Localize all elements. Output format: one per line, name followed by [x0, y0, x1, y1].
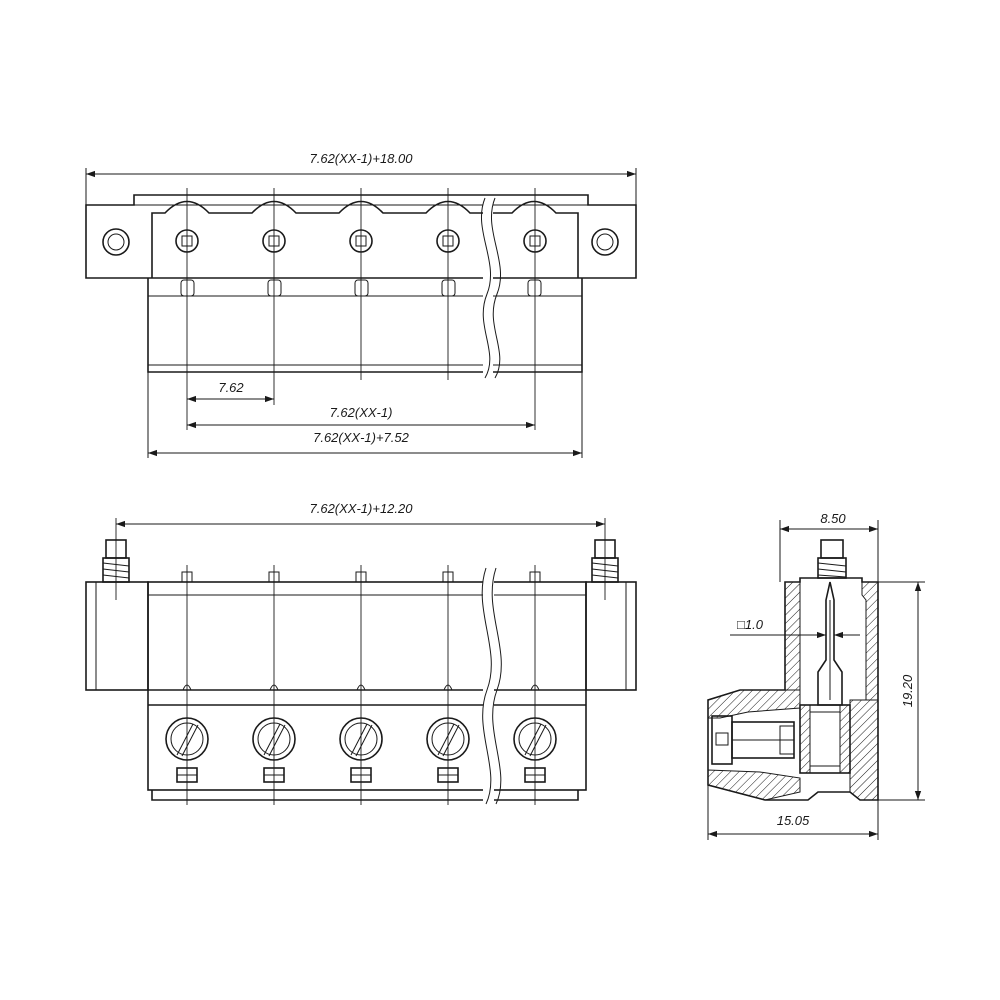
side-terminal-screw [711, 715, 795, 765]
dim-side-height-label: 19.20 [900, 674, 915, 707]
side-pin [817, 581, 843, 706]
front-view [85, 518, 637, 805]
dim-side-depth: 15.05 [708, 813, 878, 838]
dim-top-overall-label: 7.62(XX-1)+18.00 [310, 151, 414, 166]
dim-side-height: 19.20 [900, 582, 922, 800]
dim-side-depth-label: 15.05 [777, 813, 810, 828]
top-mount-hole-right [591, 228, 619, 256]
side-wall-lower-lead [707, 769, 801, 801]
top-housing-scallops [151, 200, 579, 278]
dim-pitch-label: 7.62 [218, 380, 244, 395]
dim-top-overall: 7.62(XX-1)+18.00 [86, 151, 636, 178]
side-wall-left [784, 581, 801, 691]
side-wall-right-lower [849, 699, 879, 801]
front-break-lines [481, 566, 502, 805]
dim-pin-square-label: □1.0 [737, 617, 764, 632]
dim-front-width: 7.62(XX-1)+12.20 [116, 501, 605, 528]
dim-body-width-label: 7.62(XX-1)+7.52 [313, 430, 410, 445]
top-break-lines [480, 196, 502, 379]
front-ear-right [585, 581, 637, 691]
side-mount-screw [817, 539, 847, 579]
top-body-outline [147, 278, 583, 373]
dim-pin-span-label: 7.62(XX-1) [330, 405, 393, 420]
dim-pin-span: 7.62(XX-1) [187, 405, 535, 429]
dim-side-top-label: 8.50 [820, 511, 846, 526]
side-view [707, 520, 925, 840]
dim-side-top: 8.50 [780, 511, 878, 533]
front-body [147, 581, 587, 791]
dim-pitch: 7.62 [187, 380, 274, 403]
side-wall-upper-lead [707, 689, 801, 719]
dim-body-width: 7.62(XX-1)+7.52 [148, 430, 582, 457]
front-pin-centerlines [115, 518, 606, 805]
top-pin-centerlines [186, 188, 536, 430]
dim-front-width-label: 7.62(XX-1)+12.20 [310, 501, 414, 516]
dim-pin-square: □1.0 [730, 617, 860, 639]
top-latch-tabs [180, 279, 542, 297]
front-base-step [151, 790, 579, 801]
top-mount-hole-left [102, 228, 130, 256]
side-wall-right [861, 581, 879, 701]
front-ear-left [85, 581, 149, 691]
